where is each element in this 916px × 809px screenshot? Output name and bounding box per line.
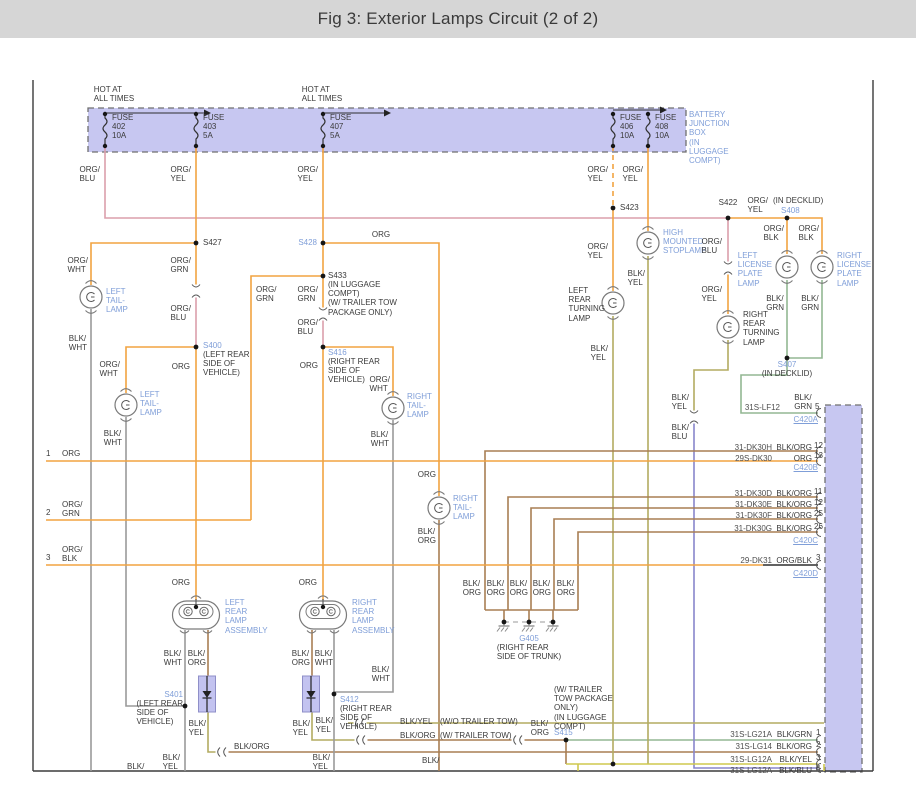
fuse-408 [645, 111, 651, 149]
splice-dot [550, 619, 556, 625]
diode-left-icon [198, 675, 216, 713]
right-tail-lamp-2-icon [427, 491, 451, 525]
pin-arc-icon [816, 408, 822, 418]
splice-dot [320, 273, 326, 279]
pin-arc-icon [816, 747, 822, 757]
diode2-out [311, 712, 357, 741]
figure-title-bar: Fig 3: Exterior Lamps Circuit (2 of 2) [0, 0, 916, 38]
battery-junction-box [87, 107, 687, 153]
splice-dot [610, 761, 616, 767]
fuse-403 [193, 111, 199, 149]
pin-arc-icon [816, 735, 822, 745]
splice-dot [193, 344, 199, 350]
diode-right-icon [302, 675, 320, 713]
splice-dot [784, 355, 790, 361]
splice-dot [725, 215, 731, 221]
splice-dot [320, 344, 326, 350]
left-tail-lamp-1-icon [79, 280, 103, 314]
arrow-icon [660, 106, 667, 114]
row-dk30f [553, 518, 818, 610]
inline-connector-icon [689, 410, 699, 424]
pin-arc-icon [816, 759, 822, 769]
inline-connector-icon [318, 307, 328, 321]
left-rear-lamp-assembly-icon [171, 595, 221, 634]
s408-right [787, 217, 823, 254]
pin-arc-icon [816, 446, 822, 456]
splice-dot [182, 703, 188, 709]
connector-c420-box [824, 404, 863, 773]
splice-dot [526, 619, 532, 625]
s428-to-rt2 [323, 242, 440, 496]
inline-connector-icon [353, 718, 367, 728]
right-turn-ground [693, 340, 729, 413]
splice-dot [501, 619, 507, 625]
right-license-plate-lamp-icon [810, 250, 834, 284]
rt1-to-s412 [334, 420, 394, 693]
left-license-plate-lamp-icon [775, 250, 799, 284]
pin-arc-icon [816, 503, 822, 513]
right-rear-lamp-assembly-icon [298, 595, 348, 634]
blkblu-down [693, 421, 818, 769]
s400-to-tail2 [125, 346, 196, 393]
pin-arc-icon [816, 763, 822, 773]
s416-to-rt1 [323, 346, 394, 396]
row-dk30d [507, 496, 818, 610]
splice-dot [784, 215, 790, 221]
arrow-icon [204, 109, 211, 117]
inline-connector-icon [354, 735, 368, 745]
fuse-407 [320, 111, 326, 149]
pin-arc-icon [816, 492, 822, 502]
row-dk30g [577, 531, 818, 610]
inline-connector-icon [191, 284, 201, 298]
right-tail-lamp-1-icon [381, 391, 405, 425]
inline-connector-icon [511, 735, 525, 745]
arrow-icon [384, 109, 391, 117]
right-rear-turning-lamp-icon [716, 310, 740, 344]
row-dk30e [530, 507, 818, 610]
left-rear-turning-lamp-icon [601, 286, 625, 320]
high-mounted-stoplamp-icon [636, 226, 660, 260]
s427-to-tail1 [90, 242, 196, 285]
s433-branch [250, 275, 323, 520]
pin-arc-icon [816, 514, 822, 524]
fuse-406 [610, 111, 616, 149]
row-dk30h [484, 450, 818, 610]
pin-arc-icon [816, 527, 822, 537]
splice-dot [320, 240, 326, 246]
diode1-out [207, 712, 218, 753]
inline-connector-icon [215, 747, 229, 757]
splice-dot [610, 205, 616, 211]
splice-dot [331, 691, 337, 697]
inline-connector-icon [723, 261, 733, 275]
splice-dot [193, 240, 199, 246]
tail2-to-s401 [125, 417, 185, 707]
license-right-down [787, 280, 823, 359]
splice-dot [563, 737, 569, 743]
s407-to-pin5 [740, 358, 818, 414]
figure-title: Fig 3: Exterior Lamps Circuit (2 of 2) [317, 9, 599, 28]
fuse-402 [102, 111, 108, 149]
org-blu-bus [104, 146, 728, 219]
pin-arc-icon [816, 560, 822, 570]
left-tail-lamp-2-icon [114, 388, 138, 422]
pin-arc-icon [816, 456, 822, 466]
